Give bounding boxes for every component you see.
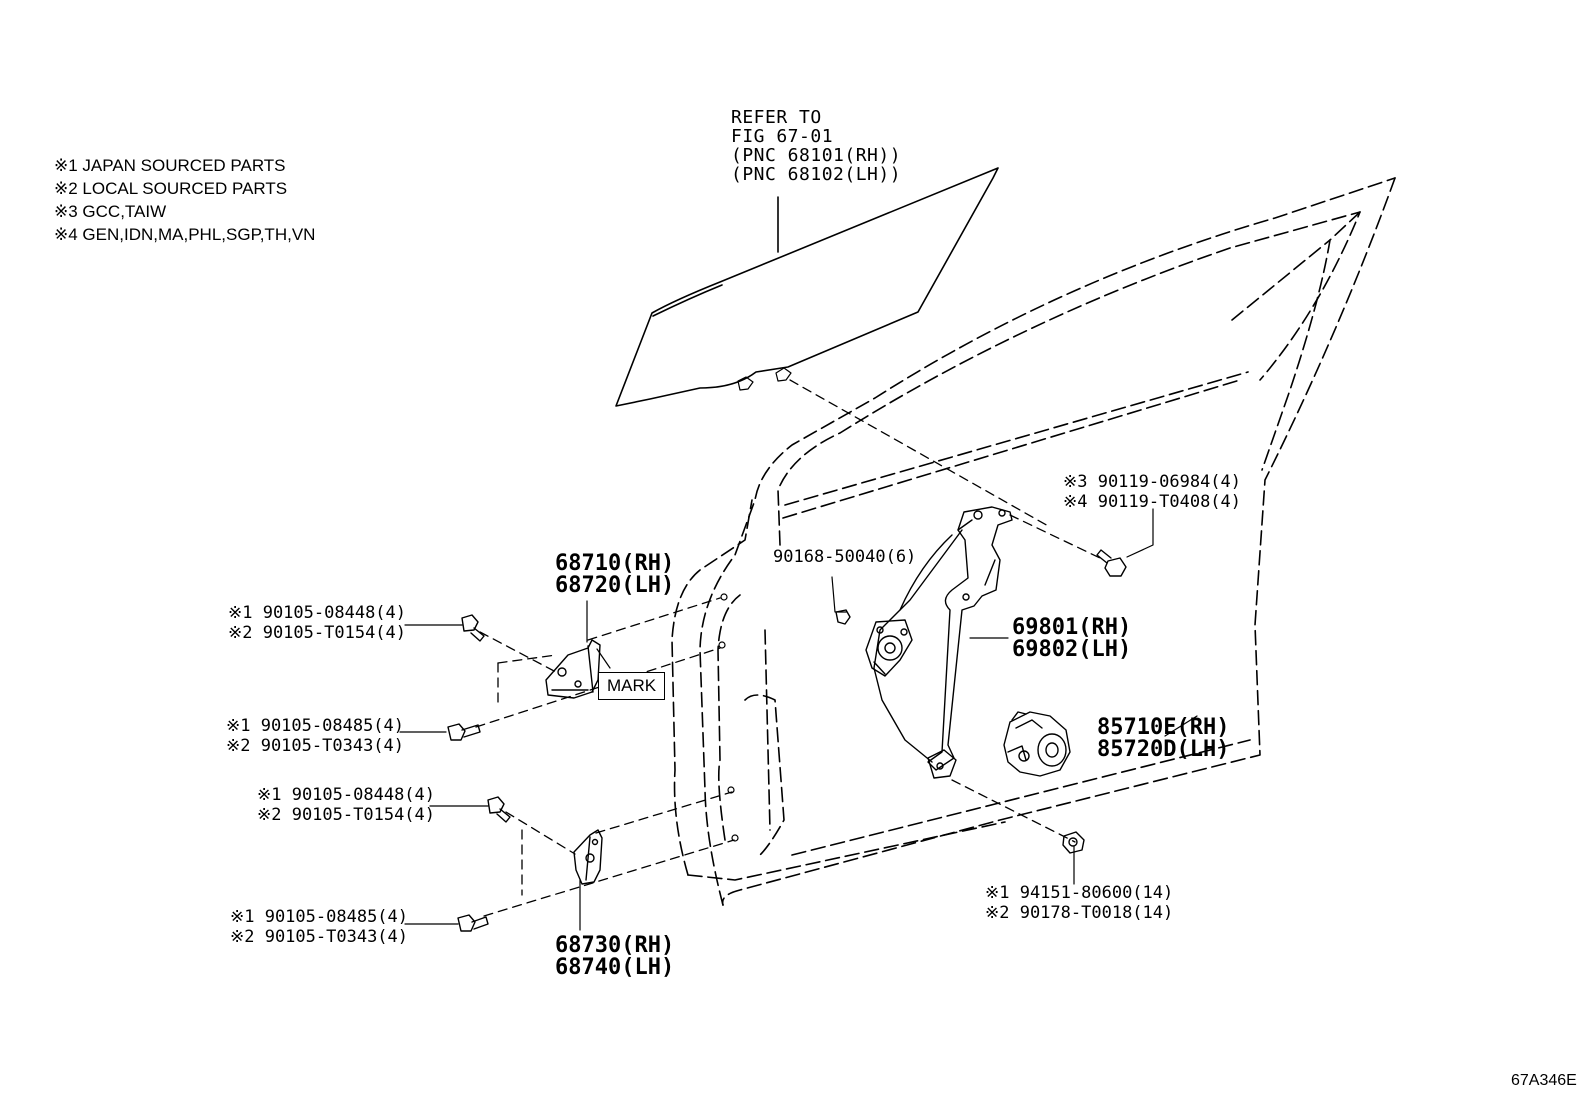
callout-lower-hinge-bolts-b[interactable]: ※1 90105-08485(4) ※2 90105-T0343(4) bbox=[230, 907, 408, 947]
callout-lower-hinge-rh: 68730(RH) bbox=[555, 933, 675, 958]
legend-item: ※1 JAPAN SOURCED PARTS bbox=[54, 156, 286, 175]
upper-hinge bbox=[546, 640, 600, 698]
refer-note: REFER TO FIG 67-01 (PNC 68101(RH)) (PNC … bbox=[731, 108, 901, 184]
part-number: ※1 90105-08485(4) bbox=[230, 907, 409, 927]
part-number: ※4 90119-T0408(4) bbox=[1063, 492, 1242, 512]
callout-motor[interactable]: 85710E(RH) 85720D(LH) bbox=[1097, 717, 1229, 761]
part-number: ※2 90105-T0154(4) bbox=[257, 805, 436, 825]
callout-upper-hinge[interactable]: 68710(RH) 68720(LH) bbox=[555, 553, 674, 597]
callout-motor-lh: 85720D(LH) bbox=[1097, 737, 1230, 762]
mark-label: MARK bbox=[598, 672, 666, 700]
refer-line: REFER TO bbox=[731, 107, 822, 128]
callout-upper-hinge-lh: 68720(LH) bbox=[555, 573, 675, 598]
part-number: ※3 90119-06984(4) bbox=[1063, 472, 1242, 492]
part-number: ※2 90178-T0018(14) bbox=[985, 903, 1174, 923]
callout-lower-hinge-lh: 68740(LH) bbox=[555, 955, 675, 980]
figure-code: 67A346E bbox=[1511, 1072, 1577, 1089]
callout-lower-hinge[interactable]: 68730(RH) 68740(LH) bbox=[555, 935, 674, 979]
callout-upper-hinge-bolts-b[interactable]: ※1 90105-08485(4) ※2 90105-T0343(4) bbox=[226, 716, 404, 756]
callout-glass-bolts[interactable]: ※3 90119-06984(4) ※4 90119-T0408(4) bbox=[1063, 472, 1241, 512]
part-number: ※2 90105-T0343(4) bbox=[230, 927, 409, 947]
legend: ※1 JAPAN SOURCED PARTS ※2 LOCAL SOURCED … bbox=[54, 154, 315, 246]
lower-hinge bbox=[574, 830, 602, 884]
window-regulator bbox=[866, 507, 1012, 778]
legend-item: ※2 LOCAL SOURCED PARTS bbox=[54, 179, 288, 198]
callout-regulator-nuts[interactable]: ※1 94151-80600(14) ※2 90178-T0018(14) bbox=[985, 883, 1173, 923]
legend-item: ※3 GCC,TAIW bbox=[54, 202, 167, 221]
bolts bbox=[448, 550, 1126, 931]
callout-upper-hinge-rh: 68710(RH) bbox=[555, 551, 675, 576]
callout-clip[interactable]: 90168-50040(6) bbox=[773, 547, 917, 567]
door-glass bbox=[616, 168, 998, 406]
part-number: ※1 90105-08448(4) bbox=[228, 603, 407, 623]
callout-lower-hinge-bolts-a[interactable]: ※1 90105-08448(4) ※2 90105-T0154(4) bbox=[257, 785, 435, 825]
legend-item: ※4 GEN,IDN,MA,PHL,SGP,TH,VN bbox=[54, 225, 316, 244]
callout-regulator[interactable]: 69801(RH) 69802(LH) bbox=[1012, 617, 1131, 661]
leader-lines-dashed bbox=[476, 380, 1100, 916]
callout-regulator-lh: 69802(LH) bbox=[1012, 637, 1132, 662]
callout-motor-rh: 85710E(RH) bbox=[1097, 715, 1230, 740]
part-number: ※1 90105-08448(4) bbox=[257, 785, 436, 805]
glass-clips bbox=[738, 368, 791, 390]
window-motor bbox=[1004, 712, 1070, 776]
door-outline bbox=[672, 178, 1395, 905]
door-holes bbox=[719, 594, 738, 841]
part-number: ※1 90105-08485(4) bbox=[226, 716, 405, 736]
leader-lines-solid bbox=[400, 509, 1197, 930]
part-number: ※1 94151-80600(14) bbox=[985, 883, 1174, 903]
part-number: ※2 90105-T0343(4) bbox=[226, 736, 405, 756]
refer-line: (PNC 68102(LH)) bbox=[731, 164, 902, 185]
callout-upper-hinge-bolts-a[interactable]: ※1 90105-08448(4) ※2 90105-T0154(4) bbox=[228, 603, 406, 643]
part-number: ※2 90105-T0154(4) bbox=[228, 623, 407, 643]
refer-line: (PNC 68101(RH)) bbox=[731, 145, 902, 166]
refer-line: FIG 67-01 bbox=[731, 126, 834, 147]
callout-regulator-rh: 69801(RH) bbox=[1012, 615, 1132, 640]
